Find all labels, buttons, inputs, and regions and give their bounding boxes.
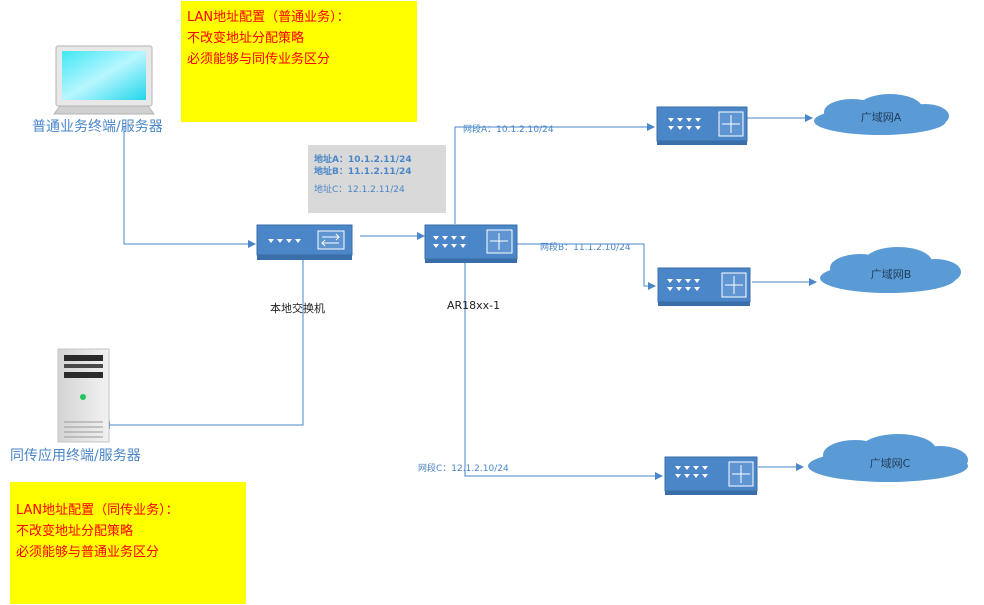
link-router-wan-c-device <box>464 263 663 480</box>
router-ar18xx-icon <box>424 224 518 263</box>
note-bottom-line3: 必须能够与普通业务区分 <box>16 545 160 560</box>
local-switch-icon <box>256 224 353 260</box>
note-top-line2: 不改变地址分配策略 <box>187 31 305 46</box>
switch-label: 本地交换机 <box>270 302 325 315</box>
segment-b-label: 网段B：11.1.2.10/24 <box>540 243 631 253</box>
lan-config-sync-note: LAN地址配置（同传业务）： 不改变地址分配策略 必须能够与普通业务区分 <box>10 482 246 604</box>
note-bottom-line2: 不改变地址分配策略 <box>16 524 134 539</box>
link-router-wan-a-device <box>454 123 655 224</box>
wan-a-label: 广域网A <box>861 111 902 124</box>
lan-config-normal-note: LAN地址配置（普通业务）： 不改变地址分配策略 必须能够与同传业务区分 <box>181 1 417 122</box>
connections <box>102 114 817 480</box>
note-top-line1: LAN地址配置（普通业务）： <box>187 10 350 25</box>
address-a: 地址A：10.1.2.11/24 <box>314 155 412 165</box>
router-label: AR18xx-1 <box>447 299 501 312</box>
link-switch-server <box>102 257 304 429</box>
wan-a-cloud-icon: 广域网A <box>814 94 949 135</box>
wan-c-cloud-icon: 广域网C <box>808 434 968 482</box>
wan-b-cloud-icon: 广域网B <box>820 247 961 293</box>
segment-a-label: 网段A：10.1.2.10/24 <box>463 125 554 135</box>
wan-b-router-icon <box>657 267 751 306</box>
wan-c-label: 广域网C <box>870 457 911 470</box>
server-icon <box>57 348 110 443</box>
note-bottom-line1: LAN地址配置（同传业务）： <box>16 503 179 518</box>
link-router-wan-b-device <box>517 243 656 290</box>
address-b: 地址B：11.1.2.11/24 <box>314 167 412 177</box>
link-pc-switch <box>123 127 256 248</box>
wan-b-label: 广域网B <box>871 268 912 281</box>
note-top-line3: 必须能够与同传业务区分 <box>187 52 331 67</box>
server-label: 同传应用终端/服务器 <box>10 448 141 464</box>
pc-monitor-icon <box>53 45 155 115</box>
wan-a-router-icon <box>656 106 748 145</box>
address-c: 地址C：12.1.2.11/24 <box>314 185 405 195</box>
pc-label: 普通业务终端/服务器 <box>32 119 163 135</box>
address-list-box: 地址A：10.1.2.11/24 地址B：11.1.2.11/24 地址C：12… <box>308 145 446 213</box>
wan-c-router-icon <box>664 456 758 495</box>
segment-c-label: 网段C：12.1.2.10/24 <box>418 464 509 474</box>
